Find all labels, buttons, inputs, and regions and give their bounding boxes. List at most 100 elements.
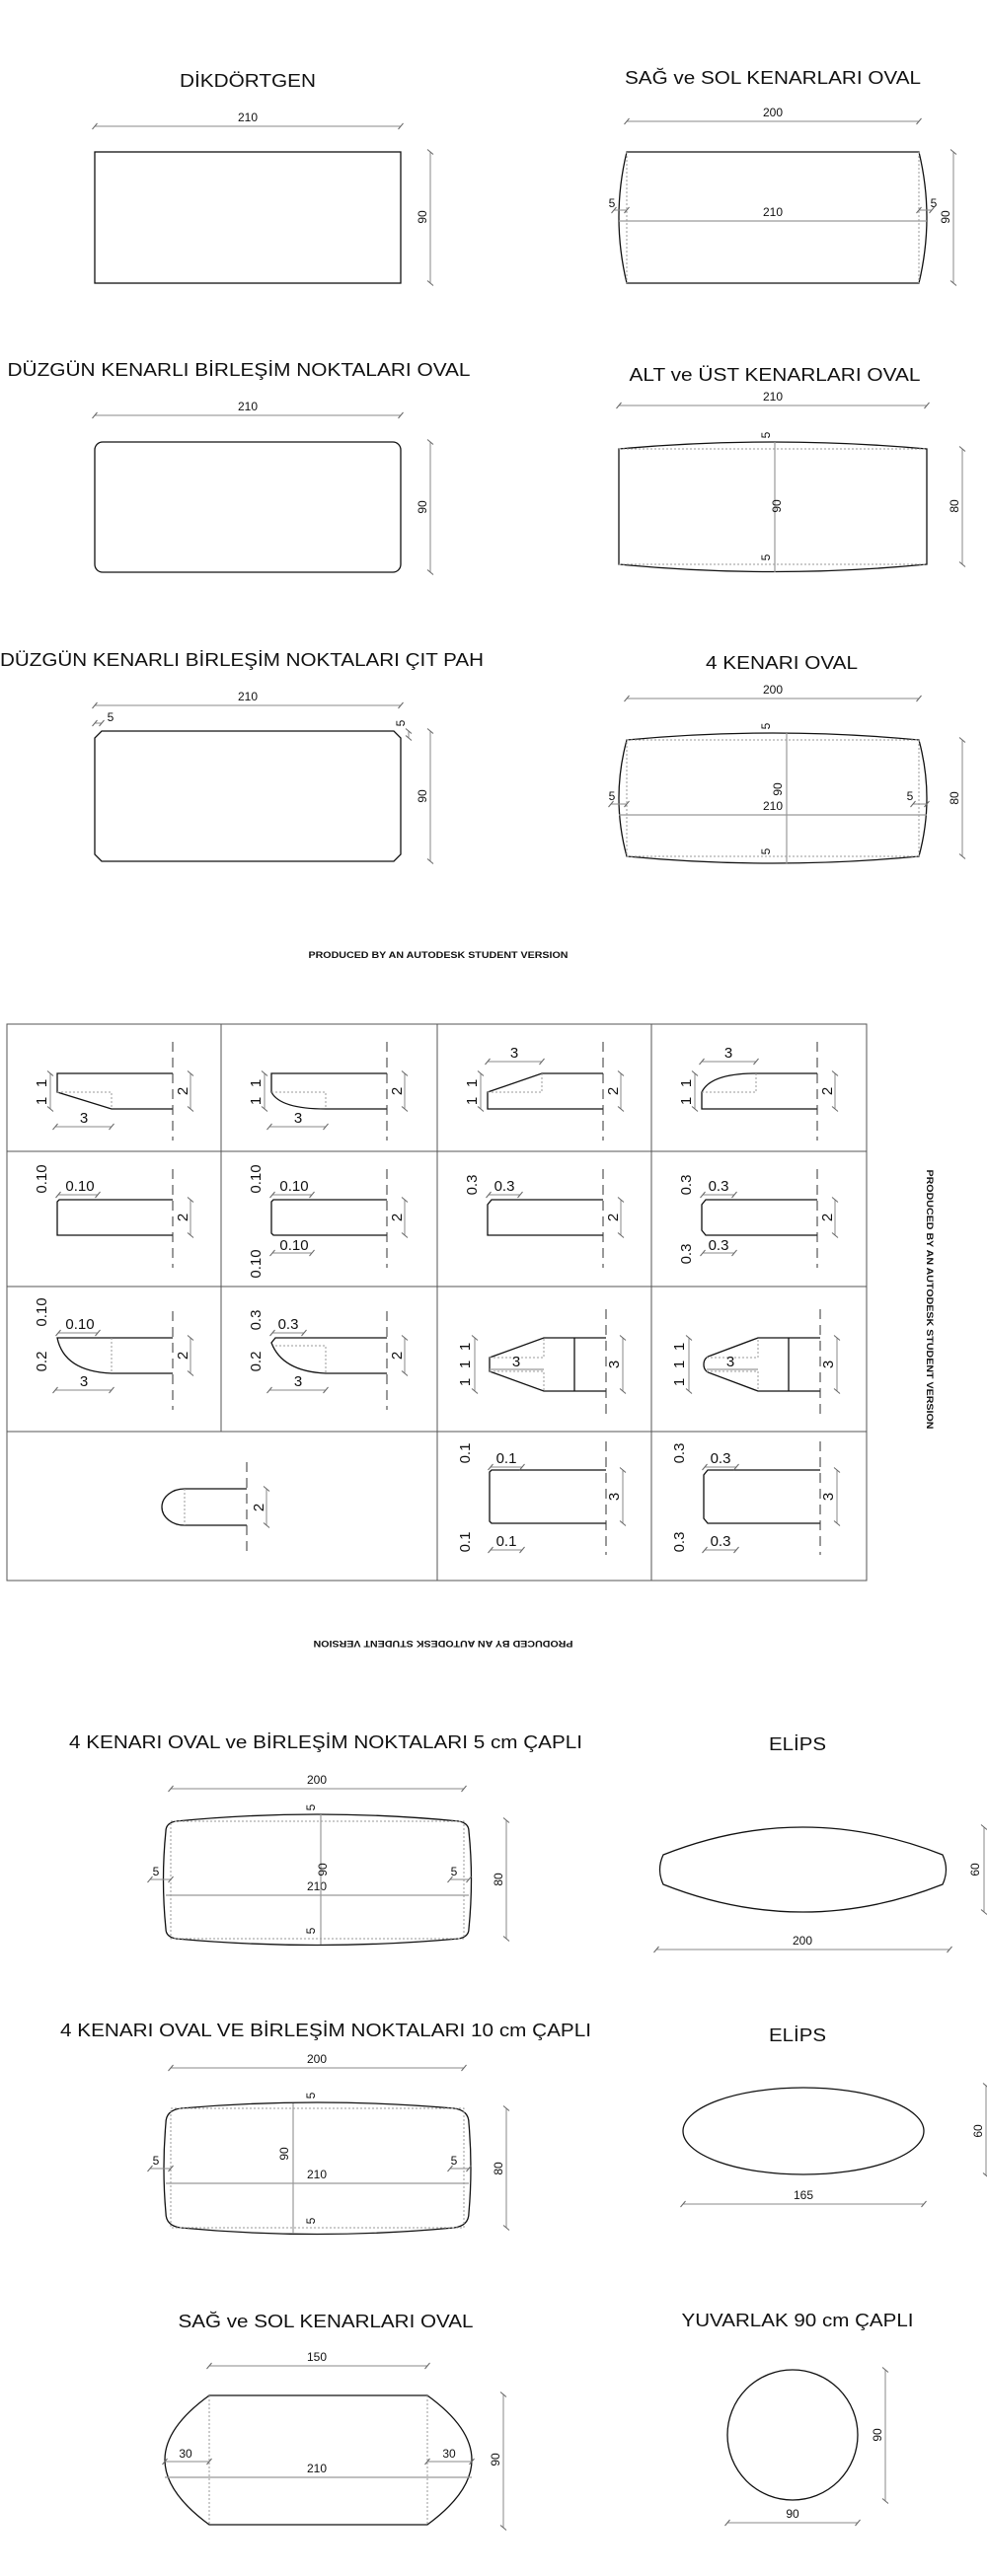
- right-bulge-dimension: 5: [451, 1865, 458, 1878]
- center-dimension: 90: [277, 2147, 291, 2161]
- top-dimension: 200: [763, 106, 783, 119]
- profile-label: 0.3: [464, 1175, 481, 1196]
- right-bulge-dimension: 5: [907, 789, 914, 803]
- bottom-bulge-dimension: 5: [759, 847, 773, 854]
- edge-profile-cell: 3 1 1 2: [678, 1042, 839, 1141]
- bottom-bulge-dimension: 5: [304, 2217, 318, 2224]
- profile-outline: [270, 1199, 387, 1236]
- profile-label: 1: [457, 1361, 474, 1368]
- profile-label: 1: [34, 1097, 50, 1105]
- guide-line: [707, 1338, 759, 1391]
- guide-line: [275, 1345, 327, 1373]
- profile-label: 0.10: [65, 1178, 94, 1195]
- profile-label: 1: [248, 1097, 265, 1105]
- edge-profile-table: 1 1 3 2 1 1 3 2 3 1 1: [6, 1023, 868, 1582]
- depth-dimension: 90: [489, 2453, 502, 2466]
- profile-label: 0.3: [678, 1244, 695, 1265]
- edge-profile-cell: 0.10 0.10 0.10 0.10 2: [248, 1164, 409, 1279]
- panel-four-oval: 4 KENARI OVAL 200 210 90 5 5 5 5 80: [608, 653, 966, 864]
- profile-label: 1: [248, 1079, 265, 1087]
- panel-title: DÜZGÜN KENARLI BİRLEŞİM NOKTALARI OVAL: [8, 360, 471, 380]
- edge-profile-cell: 3 1 1 2: [464, 1042, 625, 1141]
- profile-label: 3: [820, 1361, 837, 1368]
- left-bulge-dimension: 5: [609, 196, 616, 210]
- edge-profile-cell: 0.3 0.3 0.2 3 2: [248, 1310, 409, 1410]
- profile-outline: [56, 1337, 173, 1374]
- profile-label: 3: [80, 1110, 88, 1127]
- profile-label: 1: [671, 1343, 688, 1351]
- panel-title: 4 KENARI OVAL: [706, 653, 858, 673]
- overall-dimension: 210: [307, 2462, 327, 2475]
- profile-label: 2: [389, 1087, 406, 1095]
- depth-dimension: 90: [416, 500, 429, 514]
- profile-label: 1: [464, 1097, 481, 1105]
- profile-outline: [487, 1072, 603, 1110]
- edge-profile-cell: 0.3 0.3 0.3 0.3 2: [678, 1169, 839, 1268]
- profile-label: 3: [606, 1493, 623, 1501]
- chamfer-y-dimension: 5: [394, 719, 408, 726]
- panel-title: SAĞ ve SOL KENARLARI OVAL: [179, 2311, 474, 2331]
- profile-label: 0.1: [496, 1533, 517, 1550]
- rectangle-outline: [94, 151, 402, 284]
- watermark-vertical: PRODUCED BY AN AUTODESK STUDENT VERSION: [924, 1170, 935, 1430]
- edge-profile-cell: 0.3 0.3 2: [464, 1169, 625, 1268]
- panel-title: DÜZGÜN KENARLI BİRLEŞİM NOKTALARI ÇIT PA…: [0, 650, 484, 670]
- panel-title: ALT ve ÜST KENARLARI OVAL: [630, 365, 921, 385]
- ellipse-outline: [658, 1826, 948, 1913]
- profile-label: 3: [294, 1110, 302, 1127]
- profile-label: 0.3: [709, 1178, 729, 1195]
- depth-dimension: 80: [492, 1873, 505, 1886]
- profile-label: 3: [820, 1493, 837, 1501]
- profile-label: 1: [671, 1378, 688, 1386]
- profile-label: 0.3: [671, 1532, 688, 1553]
- profile-outline: [270, 1072, 387, 1110]
- top-bulge-dimension: 5: [759, 722, 773, 729]
- depth-dimension: 90: [939, 210, 952, 224]
- profile-label: 2: [605, 1087, 622, 1095]
- profile-outline: [701, 1199, 817, 1236]
- profile-outline: [56, 1072, 173, 1110]
- profile-label: 0.3: [711, 1533, 731, 1550]
- center-dimension: 90: [316, 1863, 330, 1877]
- panel-title: YUVARLAK 90 cm ÇAPLI: [682, 2311, 914, 2330]
- bottom-bulge-dimension: 5: [304, 1927, 318, 1934]
- profile-outline: [487, 1199, 603, 1236]
- profile-label: 3: [724, 1045, 732, 1062]
- profile-label: 0.10: [248, 1249, 265, 1278]
- panel-chamfered: DÜZGÜN KENARLI BİRLEŞİM NOKTALARI ÇIT PA…: [0, 650, 484, 864]
- guide-line: [490, 1338, 545, 1391]
- left-dimension: 30: [179, 2447, 192, 2461]
- panel-top-bottom-oval: ALT ve ÜST KENARLARI OVAL 210 90 5 5 80: [616, 365, 966, 573]
- profile-label: 1: [464, 1079, 481, 1087]
- depth-dimension: 90: [416, 789, 429, 803]
- profile-label: 2: [251, 1504, 267, 1511]
- profile-outline: [270, 1337, 387, 1374]
- right-bulge-dimension: 5: [451, 2154, 458, 2168]
- profile-label: 0.3: [671, 1443, 688, 1464]
- top-dimension: 200: [763, 683, 783, 697]
- panel-title: ELİPS: [769, 1734, 826, 1754]
- right-bulge-dimension: 5: [931, 196, 938, 210]
- profile-label: 0.3: [494, 1178, 515, 1195]
- panel-rectangle: DİKDÖRTGEN 210 90: [92, 71, 434, 286]
- top-bulge-dimension: 5: [304, 1803, 318, 1810]
- profile-label: 3: [512, 1354, 520, 1370]
- profile-label: 3: [726, 1354, 734, 1370]
- chamfer-x-dimension: 5: [108, 710, 114, 724]
- circle-outline: [726, 2369, 859, 2501]
- rounded-rectangle-outline: [94, 441, 402, 573]
- profile-label: 2: [175, 1087, 191, 1095]
- edge-profile-cell: 2: [161, 1462, 270, 1554]
- panel-four-oval-r5: 4 KENARI OVAL ve BİRLEŞİM NOKTALARI 5 cm…: [69, 1732, 582, 1947]
- profile-label: 0.3: [709, 1237, 729, 1254]
- profile-label: 0.10: [65, 1316, 94, 1333]
- profile-label: 0.10: [34, 1164, 50, 1193]
- panel-rounded-corners: DÜZGÜN KENARLI BİRLEŞİM NOKTALARI OVAL 2…: [8, 360, 471, 575]
- edge-profile-cell: 0.1 0.1 0.1 0.1 3: [457, 1441, 627, 1555]
- top-bottom-oval-outline: [618, 441, 928, 573]
- right-dimension: 30: [442, 2447, 456, 2461]
- profile-label: 0.1: [457, 1532, 474, 1553]
- depth-dimension: 90: [871, 2428, 884, 2442]
- profile-label: 3: [606, 1361, 623, 1368]
